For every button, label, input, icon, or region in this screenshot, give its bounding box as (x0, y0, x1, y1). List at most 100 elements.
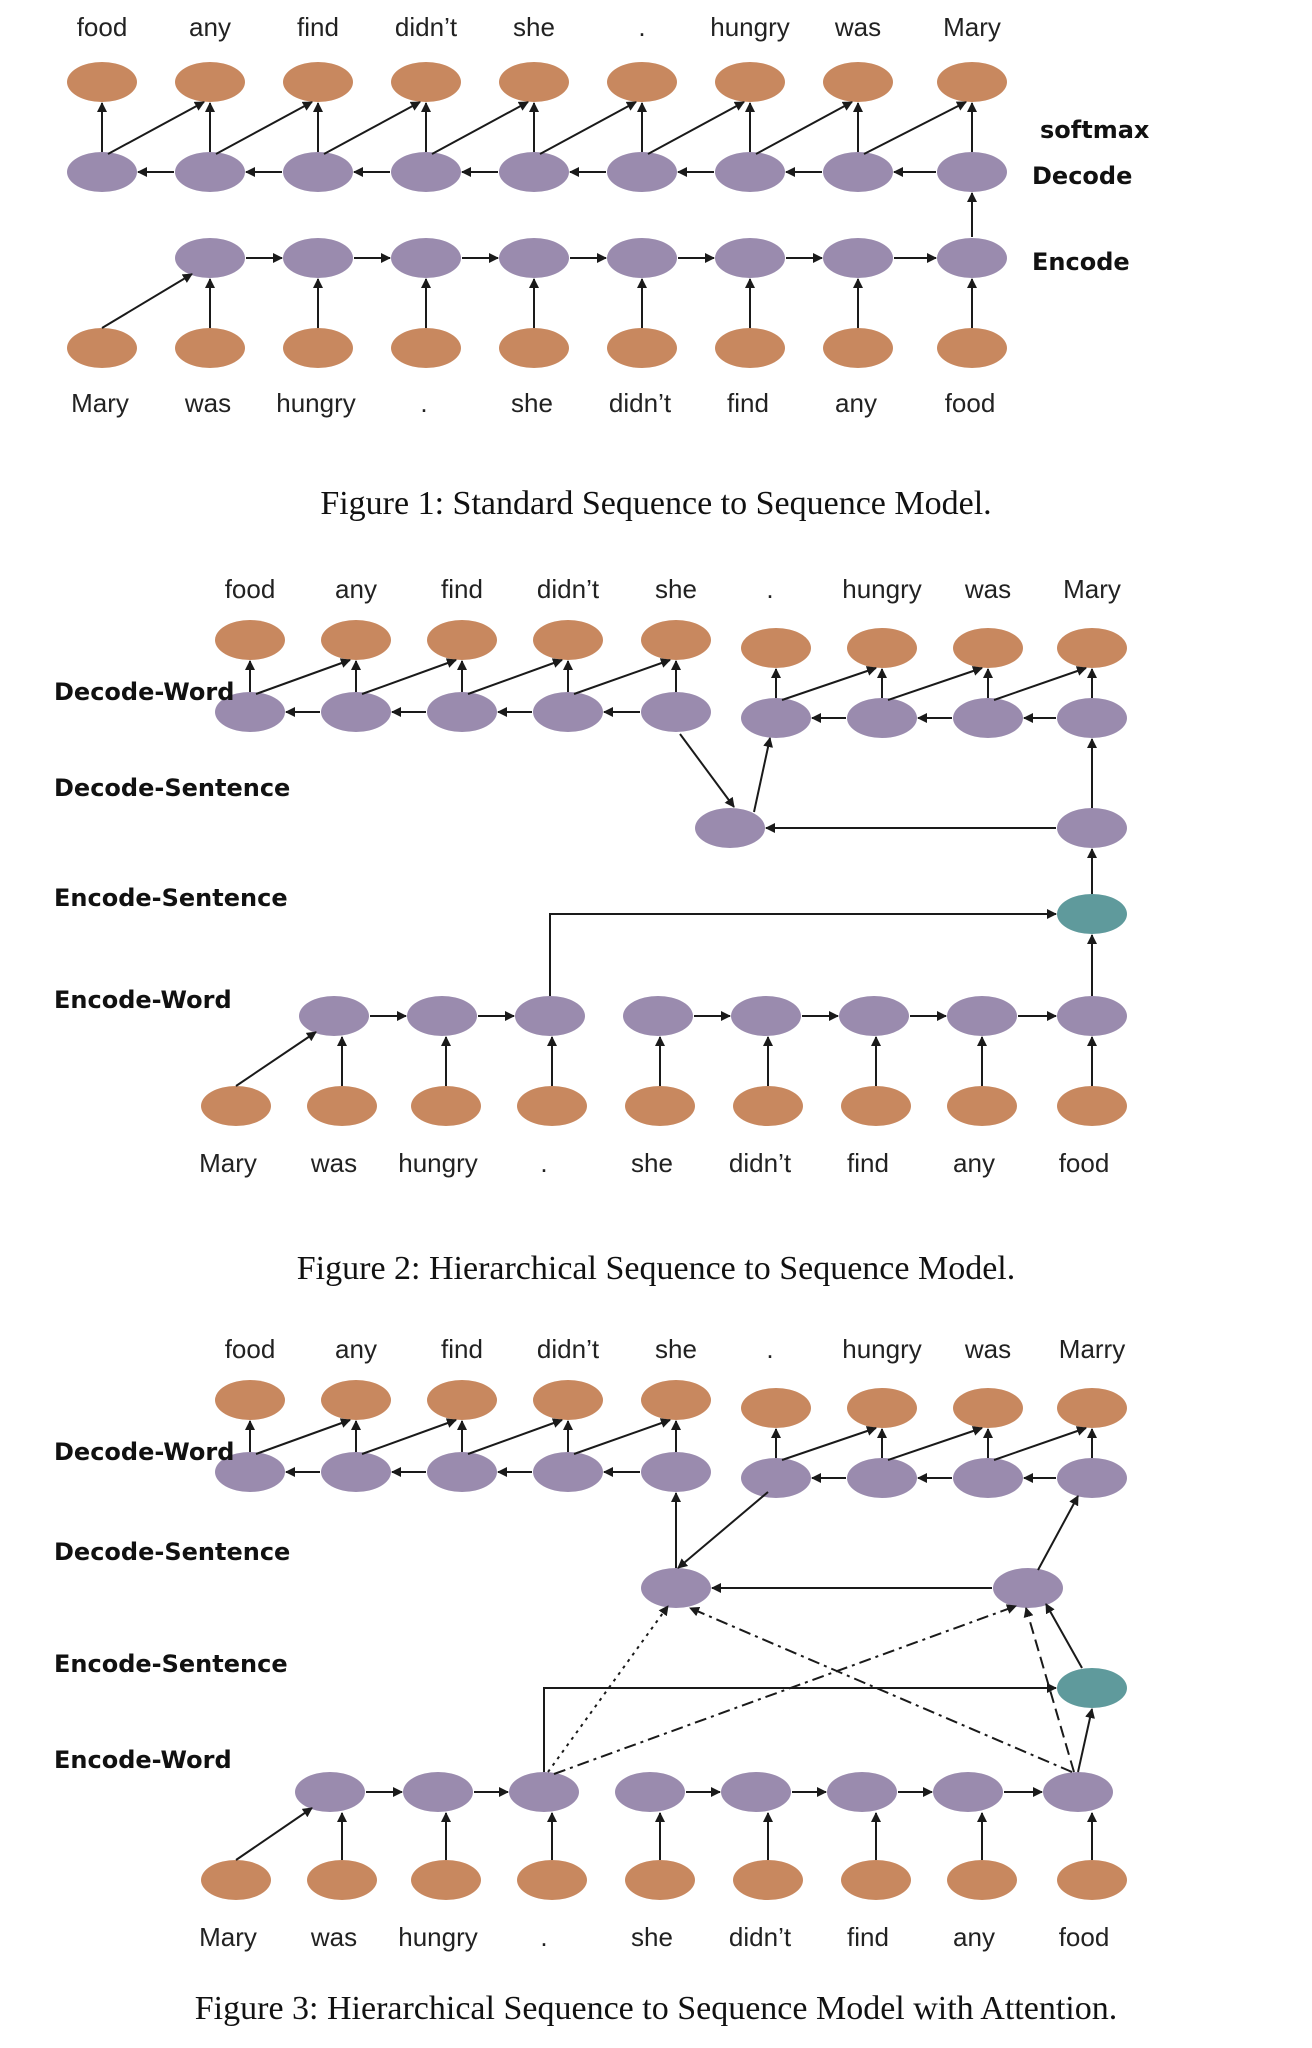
output-node-3 (391, 62, 461, 102)
input-word-4: she (631, 1148, 673, 1178)
decode-word-node-8 (1057, 698, 1127, 738)
decode-word-node-4 (641, 1452, 711, 1492)
feed-edge-2 (215, 101, 313, 155)
feed-edge-4 (573, 1418, 671, 1455)
decode-word-node-5 (741, 1458, 811, 1498)
feed-edge-6 (781, 1426, 877, 1461)
output-word-3: didn’t (537, 1334, 600, 1364)
output-node-3 (533, 620, 603, 660)
input-word-7: any (953, 1922, 995, 1952)
input-node-2 (411, 1086, 481, 1126)
input-word-7: any (835, 388, 877, 418)
encode-word-node-3 (615, 1772, 685, 1812)
decode-word-label: Decode-Word (54, 1438, 234, 1466)
input-word-1: was (310, 1148, 357, 1178)
encode-word-node-4 (731, 996, 801, 1036)
decode-word-node-1 (321, 1452, 391, 1492)
output-word-0: food (77, 12, 128, 42)
encode-word-node-3 (623, 996, 693, 1036)
output-word-7: was (964, 1334, 1011, 1364)
input-node-4 (625, 1086, 695, 1126)
encode-word-node-2 (509, 1772, 579, 1812)
decode-word-node-4 (641, 692, 711, 732)
encode-word-node-0 (299, 996, 369, 1036)
encode-word-node-0 (295, 1772, 365, 1812)
output-node-7 (953, 628, 1023, 668)
input-edge-0 (101, 273, 193, 329)
output-node-7 (953, 1388, 1023, 1428)
input-node-0 (201, 1086, 271, 1126)
feed-edge-3 (467, 658, 563, 695)
output-node-0 (215, 1380, 285, 1420)
output-node-1 (321, 1380, 391, 1420)
output-word-5: . (766, 1334, 773, 1364)
input-node-4 (499, 328, 569, 368)
input-node-7 (947, 1860, 1017, 1900)
decode-word-node-0 (215, 692, 285, 732)
sentence-link-edge (543, 1683, 1057, 1772)
encode-sentence-label: Encode-Sentence (54, 884, 288, 912)
output-word-1: any (335, 574, 377, 604)
output-word-0: food (225, 1334, 276, 1364)
input-word-3: . (540, 1148, 547, 1178)
output-node-6 (847, 628, 917, 668)
encode-node-3 (391, 238, 461, 278)
output-node-6 (715, 62, 785, 102)
output-node-2 (427, 620, 497, 660)
output-word-4: she (513, 12, 555, 42)
sentence-link-edge (549, 909, 1057, 996)
input-node-5 (733, 1086, 803, 1126)
encode-node-8 (937, 238, 1007, 278)
input-word-2: hungry (398, 1148, 478, 1178)
decode-node-3 (391, 152, 461, 192)
encode-word-node-7 (1057, 996, 1127, 1036)
input-node-0 (67, 328, 137, 368)
figure-2-caption: Figure 2: Hierarchical Sequence to Seque… (296, 1250, 1016, 1287)
input-word-4: she (631, 1922, 673, 1952)
input-word-4: she (511, 388, 553, 418)
decode-word-node-3 (533, 1452, 603, 1492)
decode-node-4 (499, 152, 569, 192)
encode-node-4 (499, 238, 569, 278)
output-node-1 (321, 620, 391, 660)
input-word-5: didn’t (609, 388, 672, 418)
decode-word-node-0 (215, 1452, 285, 1492)
decode-sentence-node-1 (993, 1568, 1063, 1608)
encode-node-7 (823, 238, 893, 278)
output-node-4 (641, 620, 711, 660)
input-word-0: Mary (199, 1148, 257, 1178)
decode-sentence-label: Decode-Sentence (54, 1538, 290, 1566)
input-node-8 (937, 328, 1007, 368)
output-word-6: hungry (710, 12, 790, 42)
input-word-6: find (847, 1148, 889, 1178)
encode-node-6 (715, 238, 785, 278)
decode-word-node-1 (321, 692, 391, 732)
input-word-8: food (945, 388, 996, 418)
output-word-6: hungry (842, 1334, 922, 1364)
input-node-5 (607, 328, 677, 368)
feed-edge-2 (361, 658, 457, 695)
feed-edge-8 (993, 1426, 1087, 1461)
decode-word-label: Decode-Word (54, 678, 234, 706)
output-word-8: Marry (1059, 1334, 1125, 1364)
decode-sentence-node-0 (695, 808, 765, 848)
attention-edge-1 (689, 1606, 1073, 1773)
decode-node-6 (715, 152, 785, 192)
decode-word-node-7 (953, 1458, 1023, 1498)
input-node-7 (823, 328, 893, 368)
encode-word-node-5 (839, 996, 909, 1036)
decode-sentence-node-1 (1057, 808, 1127, 848)
sentence-init-edge-0 (679, 733, 735, 808)
encode-sentence-label: Encode-Sentence (54, 1650, 288, 1678)
input-node-1 (307, 1086, 377, 1126)
output-word-1: any (189, 12, 231, 42)
output-word-2: find (441, 1334, 483, 1364)
input-word-8: food (1059, 1148, 1110, 1178)
output-node-1 (175, 62, 245, 102)
attention-edge-0 (547, 1605, 669, 1773)
decode-word-node-3 (533, 692, 603, 732)
feed-edge-1 (255, 658, 351, 695)
input-word-2: hungry (276, 388, 356, 418)
